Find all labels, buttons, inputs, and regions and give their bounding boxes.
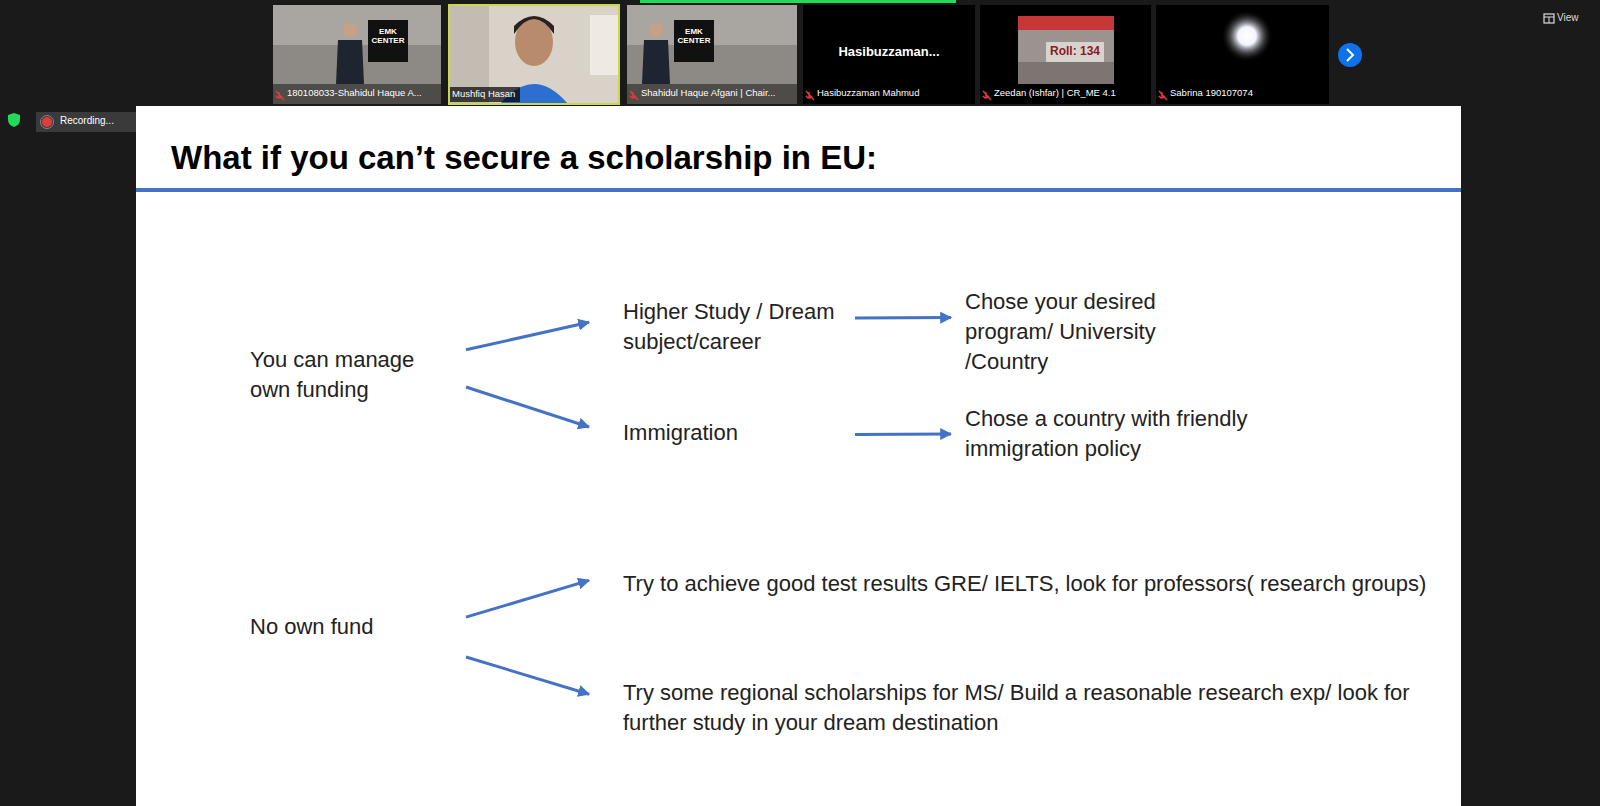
node-text: Chose your desired program/ University /… — [965, 287, 1195, 377]
label-text: Roll: 134 — [1046, 45, 1104, 59]
node-text: Higher Study / Dream subject/career — [623, 297, 838, 357]
label-text: Shahidul Haque Afgani | Chair... — [641, 88, 776, 99]
text-node: Immigration — [623, 418, 838, 448]
label-text: Zeedan (Ishfar) | CR_ME 4.1 — [994, 88, 1116, 99]
video-tile — [803, 5, 975, 104]
arrow-connector — [466, 580, 589, 617]
text-node: Chose your desired program/ University /… — [965, 287, 1195, 377]
video-tile — [980, 5, 1151, 104]
label-text: 180108033-Shahidul Haque A... — [287, 88, 422, 99]
arrow-connector — [466, 657, 589, 694]
label-text: Sabrina 190107074 — [1170, 88, 1253, 99]
video-tile — [627, 5, 797, 104]
node-text: Chose a country with friendly immigratio… — [965, 404, 1275, 464]
label-text: Recording... — [60, 115, 114, 127]
share-bar — [640, 0, 956, 3]
node-text: Try some regional scholarships for MS/ B… — [623, 678, 1433, 738]
slide-background — [136, 106, 1461, 806]
video-tile — [273, 5, 441, 104]
text-node: Try some regional scholarships for MS/ B… — [623, 678, 1433, 738]
arrow-connector — [466, 387, 589, 427]
text-node: Chose a country with friendly immigratio… — [965, 404, 1275, 464]
label-text: Hasibuzzaman... — [803, 45, 975, 60]
node-text: Immigration — [623, 418, 838, 448]
arrow-connector — [855, 316, 951, 319]
text-node: You can manage own funding — [250, 345, 450, 405]
text-node: No own fund — [250, 612, 450, 642]
view-icon — [1544, 14, 1554, 23]
video-tile — [449, 5, 619, 104]
slide-title: What if you can’t secure a scholarship i… — [171, 139, 877, 177]
label-text: EMK CENTER — [369, 27, 407, 45]
label-text: Hasibuzzaman Mahmud — [817, 88, 919, 99]
title-rule — [136, 188, 1461, 192]
arrow-connector — [466, 322, 589, 350]
text-node: Higher Study / Dream subject/career — [623, 297, 838, 357]
video-tile — [1156, 5, 1329, 104]
text-node: Try to achieve good test results GRE/ IE… — [623, 569, 1433, 599]
next-button — [1338, 43, 1362, 67]
label-text: View — [1557, 12, 1579, 24]
node-text: No own fund — [250, 612, 450, 642]
label-text: Mushfiq Hasan — [452, 89, 515, 100]
node-text: You can manage own funding — [250, 345, 450, 405]
arrow-connector — [855, 433, 951, 437]
node-text: Try to achieve good test results GRE/ IE… — [623, 569, 1433, 599]
label-text: EMK CENTER — [675, 27, 713, 45]
